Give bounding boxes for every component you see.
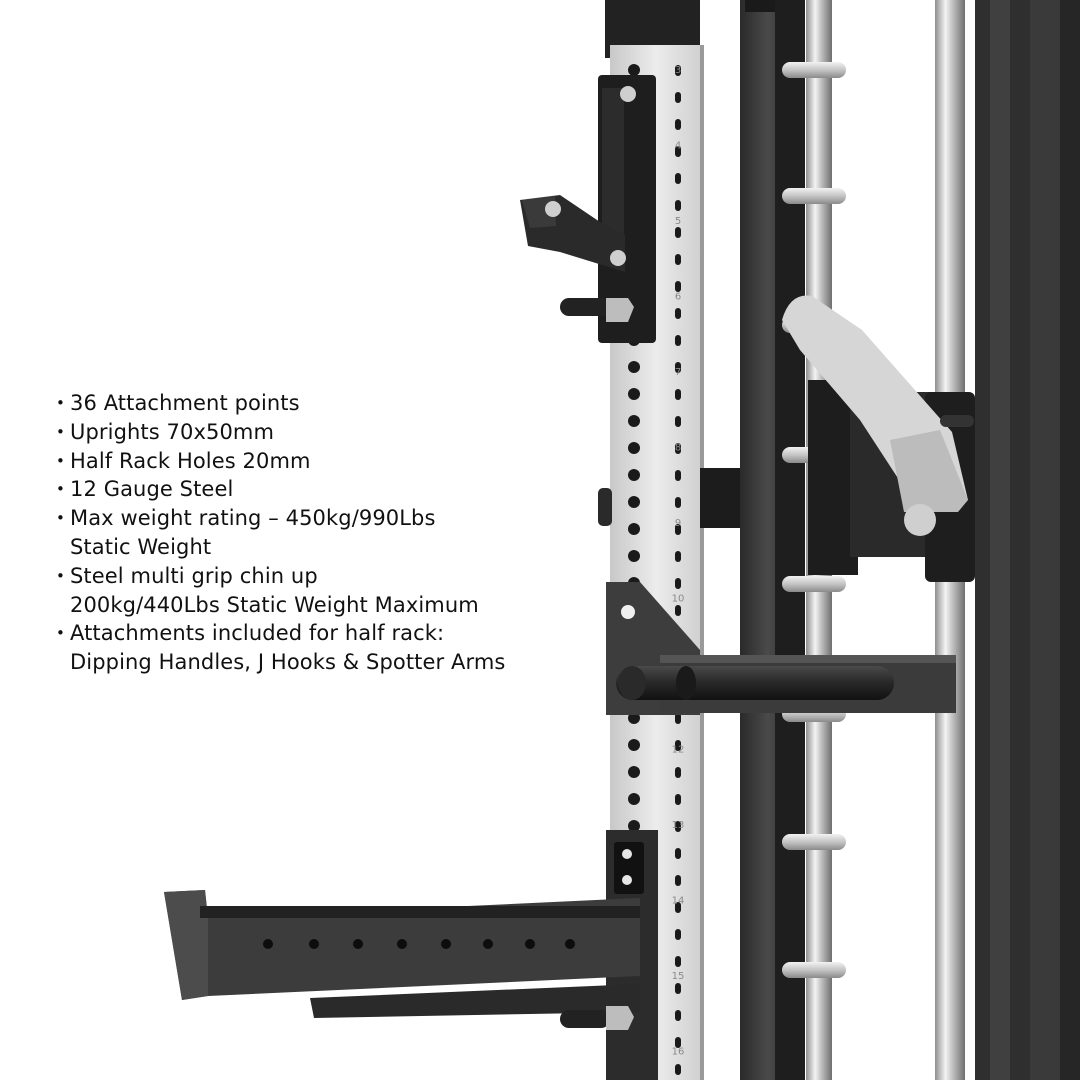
upright-number: 15 <box>672 971 685 982</box>
spotter-arm <box>606 582 956 715</box>
spotter-hole <box>397 939 407 949</box>
upright-slot <box>675 929 681 940</box>
dipping-handle <box>598 295 975 582</box>
lower-spotter-arm <box>164 830 658 1084</box>
upright-slot <box>675 335 681 346</box>
upright-slot <box>675 173 681 184</box>
spotter-hole <box>263 939 273 949</box>
peg <box>782 62 846 78</box>
upright-slot <box>675 956 681 967</box>
upright-slot <box>675 713 681 724</box>
upright-hole <box>628 496 640 508</box>
peg <box>782 834 846 850</box>
upright-number: 16 <box>672 1047 685 1058</box>
upright-slot <box>675 443 681 454</box>
upright-slot <box>675 740 681 751</box>
upright-slot <box>675 470 681 481</box>
j-hook <box>520 75 656 343</box>
spotter-hole <box>483 939 493 949</box>
upright-number: 3 <box>675 65 681 76</box>
upright-slot <box>675 92 681 103</box>
spotter-hole <box>565 939 575 949</box>
spec-list: 36 Attachment points Uprights 70x50mm Ha… <box>56 389 596 677</box>
peg <box>782 962 846 978</box>
upright-number: 8 <box>675 443 681 454</box>
upright-slot <box>675 794 681 805</box>
upright-slot <box>675 281 681 292</box>
spec-item-holes: Half Rack Holes 20mm <box>56 447 596 476</box>
upright-hole <box>628 766 640 778</box>
upright-hole <box>628 793 640 805</box>
upright-slot <box>675 524 681 535</box>
upright-hole <box>628 469 640 481</box>
upright-slot <box>675 65 681 76</box>
upright-slot <box>675 200 681 211</box>
spec-item-max-weight: Max weight rating – 450kg/990Lbs <box>56 504 596 533</box>
upright-slot <box>675 551 681 562</box>
upright-number: 5 <box>675 216 681 227</box>
upright-hole <box>628 415 640 427</box>
upright-slot <box>675 767 681 778</box>
upright-slot <box>675 389 681 400</box>
upright-slot <box>675 497 681 508</box>
upright-slot <box>675 1037 681 1048</box>
spec-item-chin-up-cont: 200kg/440Lbs Static Weight Maximum <box>70 592 479 617</box>
upright-slot <box>675 146 681 157</box>
upright-hole <box>628 820 640 832</box>
upright-slot <box>675 362 681 373</box>
upright-number: 10 <box>672 594 685 605</box>
upright-slot <box>675 848 681 859</box>
spec-item-max-weight-cont: Static Weight <box>70 534 212 559</box>
upright-slot <box>675 254 681 265</box>
spec-item-gauge: 12 Gauge Steel <box>56 475 596 504</box>
upright-hole <box>628 739 640 751</box>
spotter-hole <box>525 939 535 949</box>
upright-slot <box>675 578 681 589</box>
spec-item-attachments: Attachments included for half rack: <box>56 619 596 648</box>
upright-slot <box>675 983 681 994</box>
spotter-hole <box>309 939 319 949</box>
upright-slot <box>675 1064 681 1075</box>
upright-hole <box>628 550 640 562</box>
upright-number: 12 <box>672 745 685 756</box>
upright-slot <box>675 821 681 832</box>
upright-number: 7 <box>675 367 681 378</box>
upright-hole <box>628 442 640 454</box>
spotter-hole <box>441 939 451 949</box>
upright-hole <box>628 64 640 76</box>
upright-hole <box>628 523 640 535</box>
spec-item-chin-up: Steel multi grip chin up <box>56 562 596 591</box>
upright-hole <box>628 388 640 400</box>
upright-slot <box>675 605 681 616</box>
upright-slot <box>675 902 681 913</box>
upright-number: 13 <box>672 820 685 831</box>
upright-slot <box>675 227 681 238</box>
upright-number: 9 <box>675 518 681 529</box>
upright-hole <box>628 361 640 373</box>
upright-number: 6 <box>675 292 681 303</box>
spotter-hole <box>353 939 363 949</box>
peg <box>782 576 846 592</box>
upright-slot <box>675 416 681 427</box>
spec-item-attachments-cont: Dipping Handles, J Hooks & Spotter Arms <box>70 650 506 675</box>
upright-slot <box>675 308 681 319</box>
upright-slot <box>675 1010 681 1021</box>
upright-number: 4 <box>675 141 681 152</box>
spec-item-attachment-points: 36 Attachment points <box>56 389 596 418</box>
upright-slot <box>675 875 681 886</box>
upright-slot <box>675 119 681 130</box>
upright-number: 14 <box>672 896 685 907</box>
spec-item-uprights: Uprights 70x50mm <box>56 418 596 447</box>
peg <box>782 188 846 204</box>
